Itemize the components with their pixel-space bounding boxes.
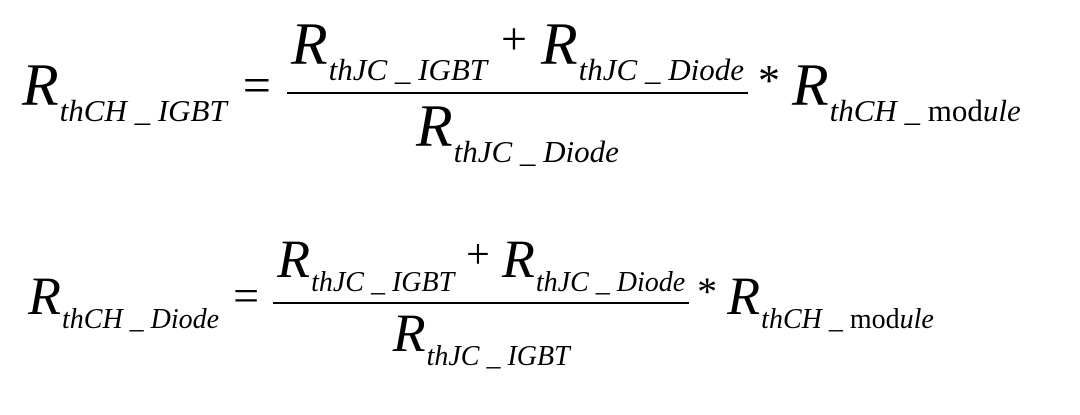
resistance-symbol: R <box>392 303 426 363</box>
subscript-upright: mod <box>927 93 983 128</box>
multiply-sign: * <box>757 56 780 105</box>
subscript-italic: thCH _ <box>829 93 928 128</box>
resistance-symbol: R <box>290 11 328 77</box>
subscript: thJC _ Diode <box>578 52 744 87</box>
subscript: thCH _ module <box>830 95 1021 126</box>
subscript: thJC _ Diode <box>453 134 619 169</box>
subscript: thJC _ IGBT <box>328 52 488 87</box>
resistance-symbol: R <box>791 52 829 118</box>
resistance-symbol: R <box>501 229 535 289</box>
resistance-symbol: R <box>22 52 59 118</box>
resistance-symbol: R <box>28 266 61 326</box>
fraction-bar <box>273 302 690 304</box>
subscript-upright: mod <box>849 304 900 335</box>
resistance-symbol: R <box>415 93 453 159</box>
plus-sign: + <box>501 13 527 64</box>
subscript: thCH _ Diode <box>62 304 220 335</box>
equals-sign: = <box>242 57 271 113</box>
plus-sign: + <box>466 232 490 278</box>
resistance-symbol: R <box>540 11 578 77</box>
subscript: thJC _ IGBT <box>426 341 570 372</box>
multiply-sign: * <box>697 269 718 314</box>
subscript: thCH _ module <box>761 306 934 334</box>
fraction-bar <box>286 92 748 94</box>
subscript-tail: ule <box>899 304 934 335</box>
resistance-symbol: R <box>277 229 311 289</box>
subscript: thJC _ Diode <box>535 267 686 298</box>
resistance-symbol: R <box>727 266 761 326</box>
subscript: thCH _ IGBT <box>59 93 227 128</box>
subscript-tail: ule <box>982 93 1021 128</box>
subscript-italic: thCH _ <box>761 304 850 335</box>
equals-sign: = <box>233 270 260 321</box>
subscript: thJC _ IGBT <box>311 267 455 298</box>
